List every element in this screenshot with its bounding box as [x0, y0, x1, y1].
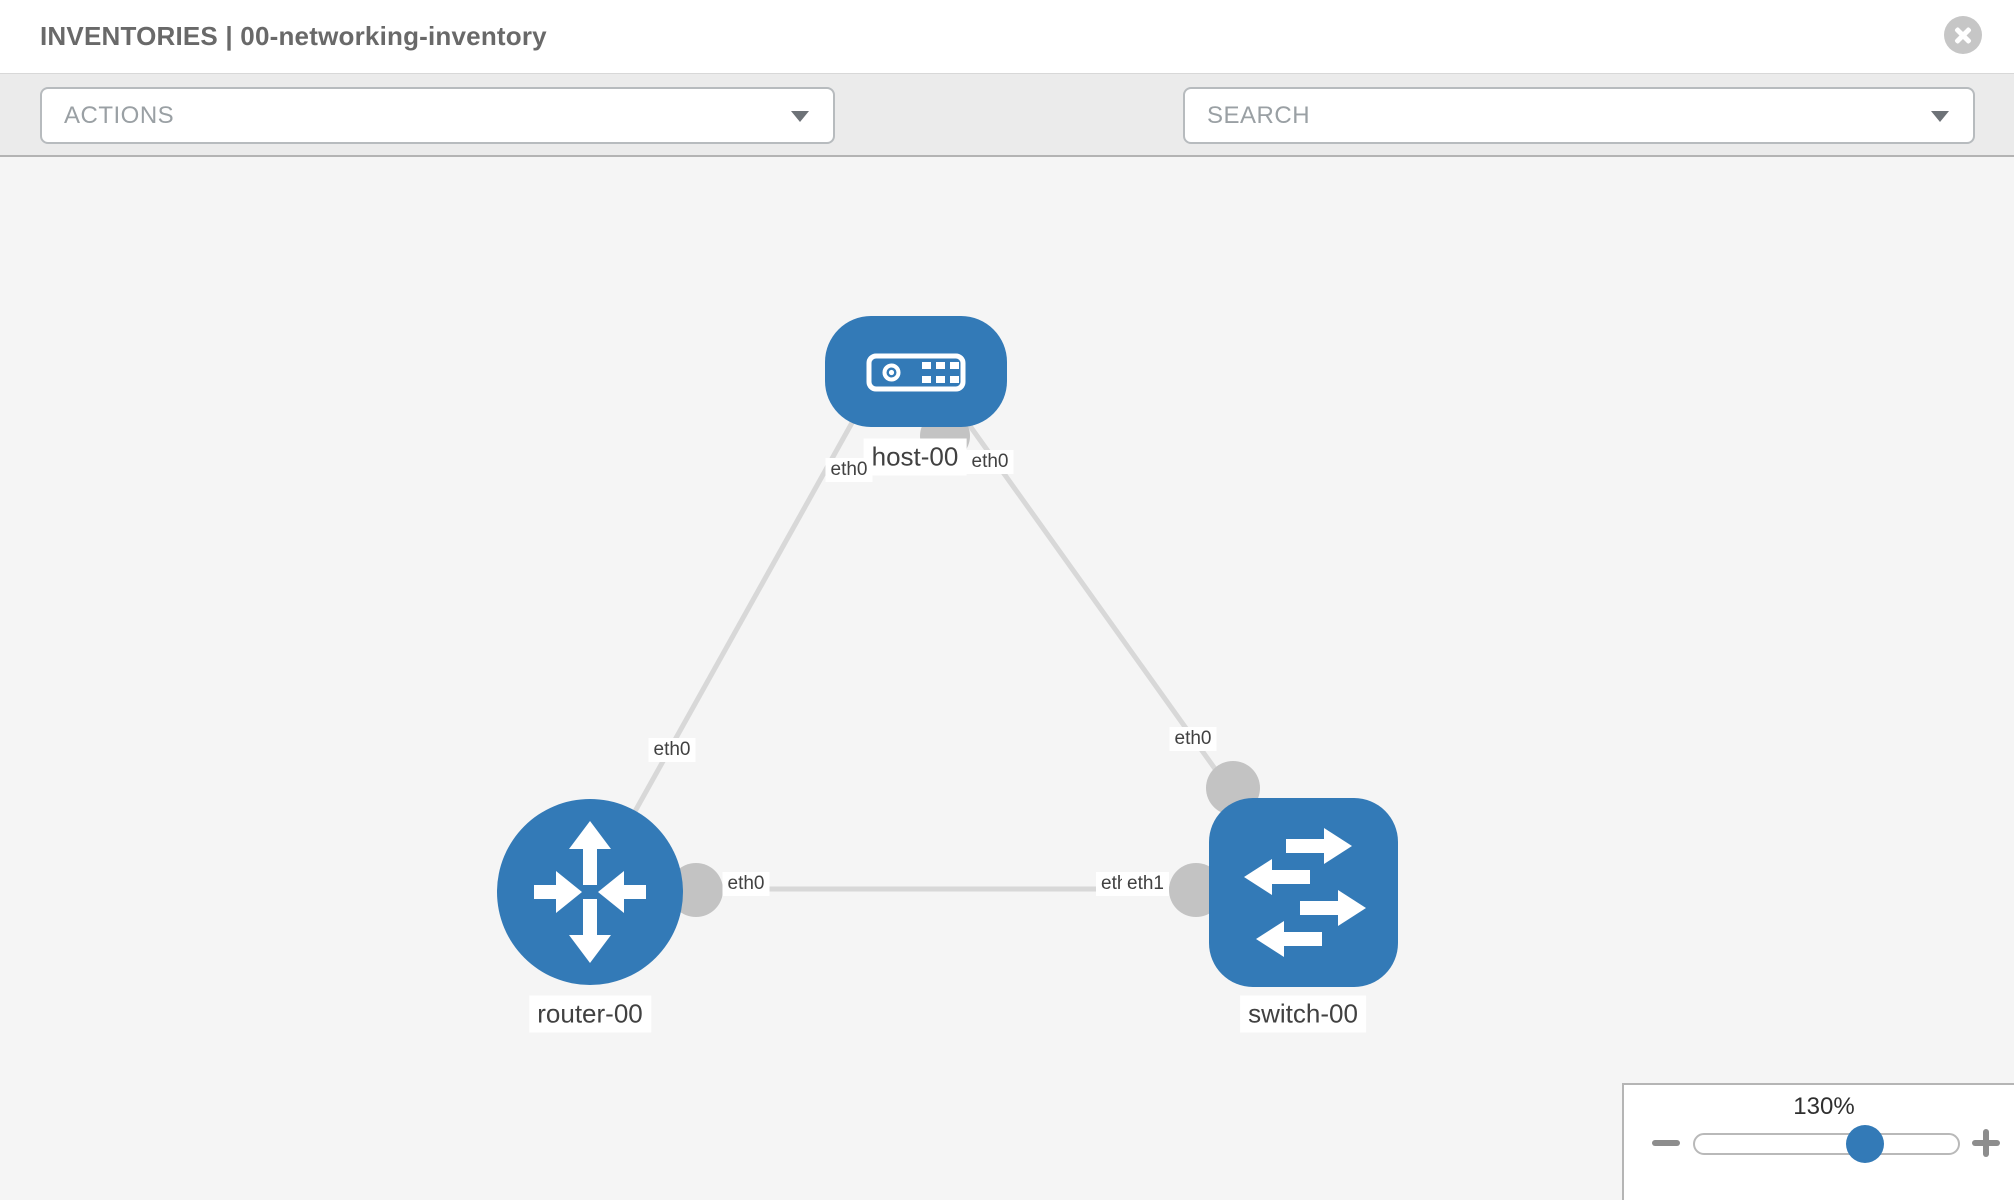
header: INVENTORIES | 00-networking-inventory	[0, 0, 2014, 73]
zoom-slider-handle[interactable]	[1846, 1125, 1884, 1163]
zoom-out-icon[interactable]	[1650, 1126, 1684, 1160]
interface-label: eth0	[825, 458, 873, 482]
switch-icon-heads	[1244, 828, 1366, 957]
search-dropdown[interactable]: SEARCH	[1183, 87, 1975, 144]
node-switch-00[interactable]	[1209, 798, 1398, 987]
interface-label: eth0	[1169, 727, 1217, 751]
interface-connector[interactable]	[669, 863, 723, 917]
zoom-in-icon[interactable]	[1970, 1126, 2004, 1160]
actions-dropdown[interactable]: ACTIONS	[40, 87, 835, 144]
toolbar: ACTIONS SEARCH	[0, 73, 2014, 208]
page-title: INVENTORIES | 00-networking-inventory	[40, 21, 547, 51]
close-icon[interactable]	[1944, 16, 1982, 54]
chevron-down-icon	[1931, 111, 1949, 122]
node-label-switch: switch-00	[1240, 995, 1366, 1033]
node-host-00[interactable]	[825, 316, 1007, 427]
actions-dropdown-label: ACTIONS	[64, 102, 175, 129]
host-icon	[866, 353, 966, 392]
node-router-00[interactable]	[497, 799, 683, 985]
topology-canvas[interactable]: host-00 router-00 switch-00 eth0 eth0 et…	[0, 157, 2014, 1200]
node-label-host: host-00	[863, 438, 967, 476]
router-icon	[534, 847, 646, 937]
node-label-router: router-00	[529, 995, 651, 1033]
interface-label: eth0	[722, 872, 770, 896]
switch-icon	[1272, 839, 1338, 946]
router-icon-heads	[556, 821, 624, 963]
interface-label: eth0	[966, 450, 1014, 474]
chevron-down-icon	[791, 111, 809, 122]
search-dropdown-label: SEARCH	[1207, 102, 1311, 129]
interface-label: eth0	[648, 738, 696, 762]
zoom-panel: 130%	[1622, 1083, 2014, 1200]
zoom-slider-track[interactable]	[1693, 1133, 1960, 1155]
zoom-level-value: 130%	[1793, 1093, 1855, 1120]
interface-label: eth1	[1122, 872, 1169, 896]
